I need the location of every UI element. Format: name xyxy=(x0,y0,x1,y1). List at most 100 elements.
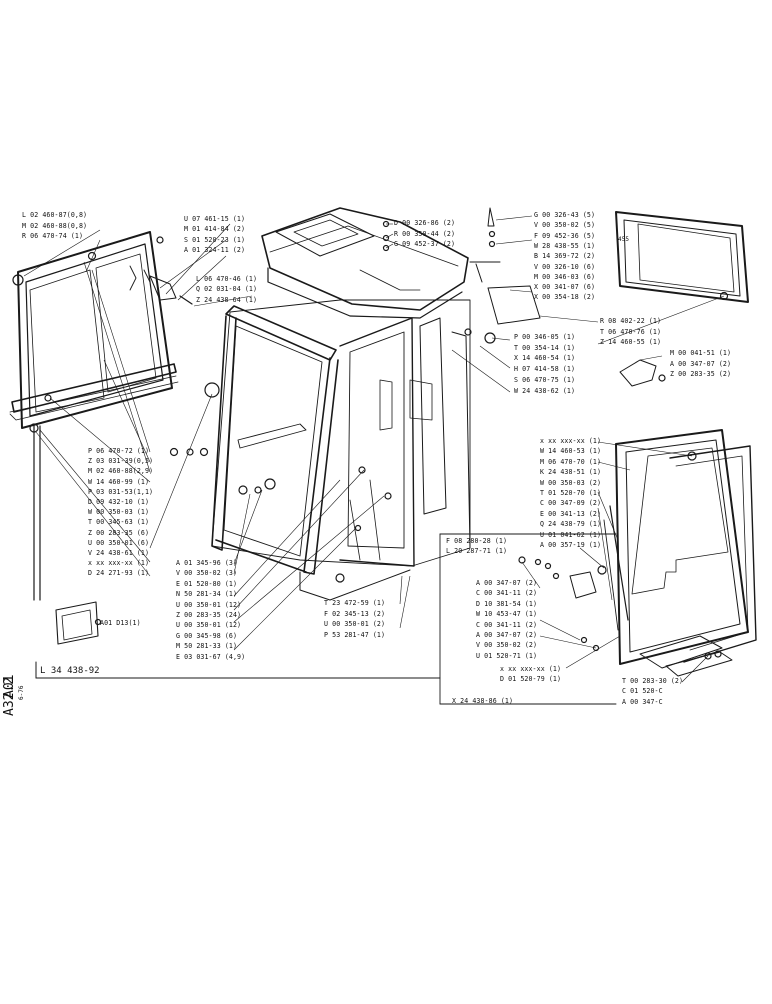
part-label-door-lower-right: A 00 347-C xyxy=(622,697,663,706)
part-label-right-small: Z 00 283-35 (2) xyxy=(670,370,732,379)
cab-door xyxy=(544,429,757,677)
part-label-door-bottom: F 02 345-13 (2) xyxy=(324,609,386,618)
part-label-door-lower-right: C 01 520-C xyxy=(622,687,663,696)
part-label-hinge-left: L 20 287-71 (1) xyxy=(446,547,508,556)
cab-frame xyxy=(169,299,471,601)
part-label-door-bottom: T 23 472-59 (1) xyxy=(324,599,386,607)
part-label-hinge-left: F 08 280-28 (1) xyxy=(446,537,508,545)
part-label-center-bottom: U 00 350-01 (12) xyxy=(176,621,242,630)
part-label-roof-right-low: H 07 414-58 (1) xyxy=(514,365,576,374)
part-label-left-mid: P 03 031-53(1,1) xyxy=(88,487,154,496)
part-label-door-right: Q 24 438-79 (1) xyxy=(540,520,602,529)
part-label-left-mid: W 00 350-03 (1) xyxy=(88,508,150,517)
part-label-door-bottom: P 53 281-47 (1) xyxy=(324,630,386,639)
part-label-center-bottom: A 01 345-96 (3) xyxy=(176,559,238,567)
assembly-code: L 34 438-92 xyxy=(40,666,100,676)
part-label-roof-right: V 00 350-02 (5) xyxy=(534,221,596,230)
part-label-roof-right: G 00 326-43 (5) xyxy=(534,211,596,219)
part-label-left-mid: V 24 438-61 (1) xyxy=(88,549,150,557)
part-label-roof-right: M 00 346-03 (6) xyxy=(534,272,596,281)
part-label-right-small: A 00 347-07 (2) xyxy=(670,359,732,368)
part-label-left-mid: Z 00 283-35 (6) xyxy=(88,528,150,537)
part-label-roof-right: V 00 326-10 (6) xyxy=(534,262,596,271)
part-label-hinge-stack: U 01 520-71 (1) xyxy=(476,651,538,660)
part-label-center-bottom: V 00 350-02 (3) xyxy=(176,569,238,578)
part-label-door-lower-right: T 00 283-30 (2) xyxy=(622,677,684,685)
part-label-roof-right: W 28 438-55 (1) xyxy=(534,241,596,250)
right-small-window xyxy=(615,211,749,387)
part-label-roof-right-low: P 00 346-05 (1) xyxy=(514,333,576,341)
part-label-door-right: T 01 520-70 (1) xyxy=(540,489,602,497)
inset-ref: A01 D13(1) xyxy=(100,619,141,627)
part-label-hinge-stack: C 00 341-11 (2) xyxy=(476,620,538,629)
part-label-roof-left: M 01 414-84 (2) xyxy=(184,225,246,234)
part-label-left-window-top: M 02 460-88(0,8) xyxy=(22,221,88,230)
part-label-roof-right: B 14 369-72 (2) xyxy=(534,252,596,261)
part-label-door-right: M 06 470-70 (1) xyxy=(540,457,602,466)
sheet-reference-b: A32.2 6-76 xyxy=(2,660,26,732)
sheet-ref-b-text: A32.2 xyxy=(2,676,17,716)
inset-frame xyxy=(55,601,102,645)
part-label-roof-left: U 07 461-15 (1) xyxy=(184,215,246,223)
ref-box xyxy=(35,661,441,679)
part-label-hinge-stack: A 00 347-07 (2) xyxy=(476,631,538,639)
part-label-left-mid: P 06 470-72 (1) xyxy=(88,447,150,455)
sheet-date: 6-76 xyxy=(18,685,25,700)
part-label-center-bottom: Z 00 283-35 (24) xyxy=(176,611,242,619)
part-label-roof-right-low: X 14 460-54 (1) xyxy=(514,354,576,363)
part-label-roof-right: F 09 452-36 (5) xyxy=(534,231,596,240)
part-label-left-mid: D 24 271-93 (1) xyxy=(88,569,150,578)
bottom-code: X 24 438-86 (1) xyxy=(452,697,514,705)
part-label-left-window-top: L 02 460-87(0,8) xyxy=(22,211,88,219)
part-label-left-mid: x xx xxx-xx (1) xyxy=(88,559,150,568)
part-label-roof-center: G 09 452-37 (2) xyxy=(394,240,456,249)
part-label-door-right: x xx xxx-xx (1) xyxy=(540,437,602,445)
hinge-detail-box xyxy=(439,533,617,705)
part-label-hinge-stack: C 00 341-11 (2) xyxy=(476,589,538,598)
part-label-roof-left: A 01 324-11 (2) xyxy=(184,246,246,255)
door-small-label: 455 xyxy=(618,236,630,243)
part-label-left-mid: T 00 345-63 (1) xyxy=(88,518,150,527)
part-label-left-mid: U 00 350-01 (6) xyxy=(88,538,150,547)
part-label-roof-right-low: T 00 354-14 (1) xyxy=(514,343,576,352)
part-label-door-right: W 14 460-53 (1) xyxy=(540,447,602,456)
part-label-door-bottom: U 00 350-01 (2) xyxy=(324,620,386,628)
part-label-hinge-stack: D 10 381-54 (1) xyxy=(476,599,538,608)
part-label-left-mid: M 02 460-88(2,9) xyxy=(88,467,154,476)
part-label-center-bottom: M 50 281-33 (1) xyxy=(176,642,238,651)
part-label-roof-left: S 01 520-23 (1) xyxy=(184,235,246,244)
left-side-window xyxy=(9,231,193,601)
part-label-center-bottom: N 50 281-34 (1) xyxy=(176,590,238,599)
part-label-door-right: U 01 041-62 (1) xyxy=(540,530,602,539)
part-label-hinge-stack: W 10 453-47 (1) xyxy=(476,610,538,619)
part-label-center-bottom: U 00 350-01 (12) xyxy=(176,600,242,609)
part-label-door-right: A 00 357-19 (1) xyxy=(540,541,602,549)
part-label-left-mid: W 14 460-99 (1) xyxy=(88,477,150,486)
cab-roof xyxy=(261,207,469,319)
part-label-right-window: Z 14 460-55 (1) xyxy=(600,338,662,347)
part-label-roof-left-low: Q 02 031-04 (1) xyxy=(196,285,258,294)
part-label-left-window-top: R 06 470-74 (1) xyxy=(22,232,84,241)
roof-hardware xyxy=(464,207,541,344)
part-label-roof-right-low: S 06 470-75 (1) xyxy=(514,375,576,384)
part-label-door-lower: x xx xxx-xx (1) xyxy=(500,665,562,673)
part-label-door-right: W 00 350-03 (2) xyxy=(540,478,602,487)
part-label-roof-right-low: W 24 438-62 (1) xyxy=(514,386,576,395)
part-label-hinge-stack: A 00 347-07 (2) xyxy=(476,579,538,587)
part-label-center-bottom: E 03 031-67 (4,9) xyxy=(176,652,246,661)
part-label-left-mid: Z 03 031-39(0,5) xyxy=(88,457,154,466)
part-label-right-window: T 06 470-76 (1) xyxy=(600,327,662,336)
part-label-right-window: R 08 402-22 (1) xyxy=(600,317,662,325)
part-label-right-small: M 00 041-51 (1) xyxy=(670,349,732,357)
part-label-door-right: K 24 438-51 (1) xyxy=(540,468,602,477)
part-label-door-lower: D 01 520-79 (1) xyxy=(500,675,562,684)
part-label-roof-right: X 00 354-18 (2) xyxy=(534,293,596,302)
part-label-roof-center: D 00 326-86 (2) xyxy=(394,219,456,227)
part-label-roof-left-low: Z 24 438-64 (1) xyxy=(196,295,258,304)
part-label-roof-right: X 00 341-07 (6) xyxy=(534,283,596,292)
part-label-door-right: C 00 347-09 (2) xyxy=(540,499,602,508)
part-label-door-right: E 00 341-13 (2) xyxy=(540,509,602,518)
part-label-roof-left-low: L 06 470-46 (1) xyxy=(196,275,258,283)
